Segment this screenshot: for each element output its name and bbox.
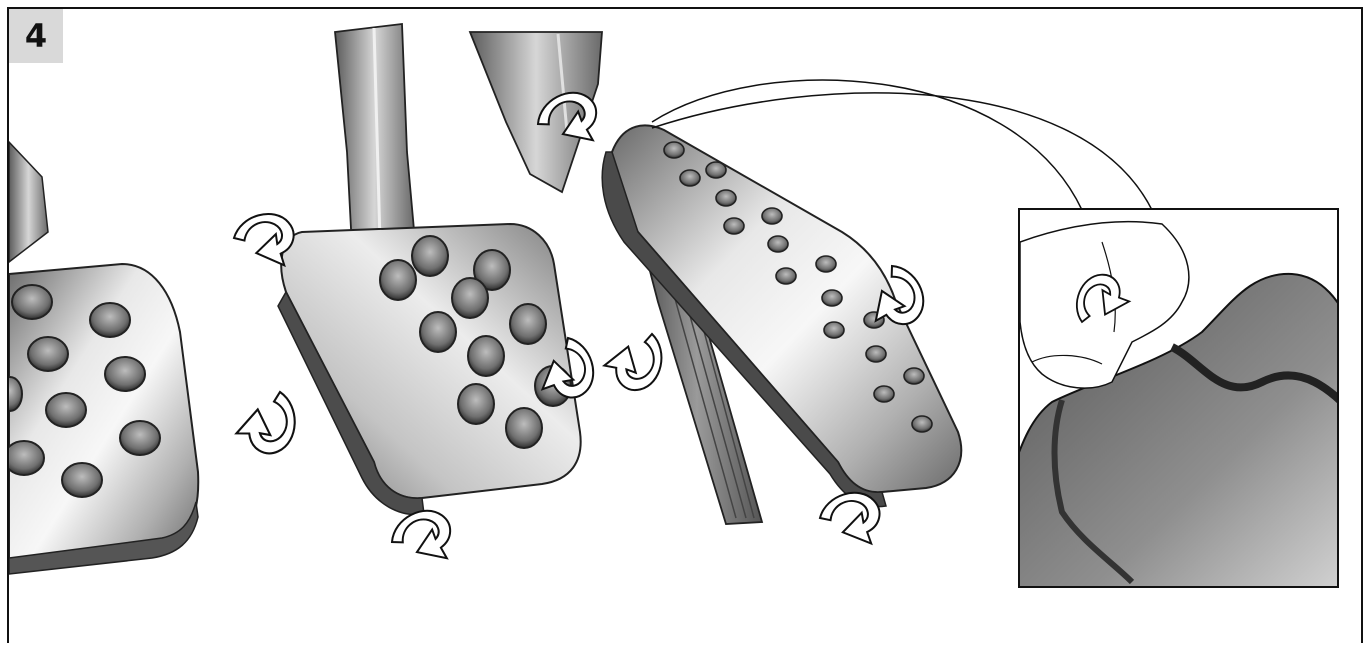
left-pedal-cover [9,140,200,575]
brake-pedal-cover [230,22,599,575]
step-number-badge: 4 [9,9,63,63]
pedal-illustration [9,22,1339,588]
detail-inset [1018,208,1339,588]
illustration-frame: 4 [7,7,1363,643]
step-number: 4 [24,17,48,55]
callout-lines [651,79,1153,211]
accelerator-pedal-cover [468,31,963,553]
